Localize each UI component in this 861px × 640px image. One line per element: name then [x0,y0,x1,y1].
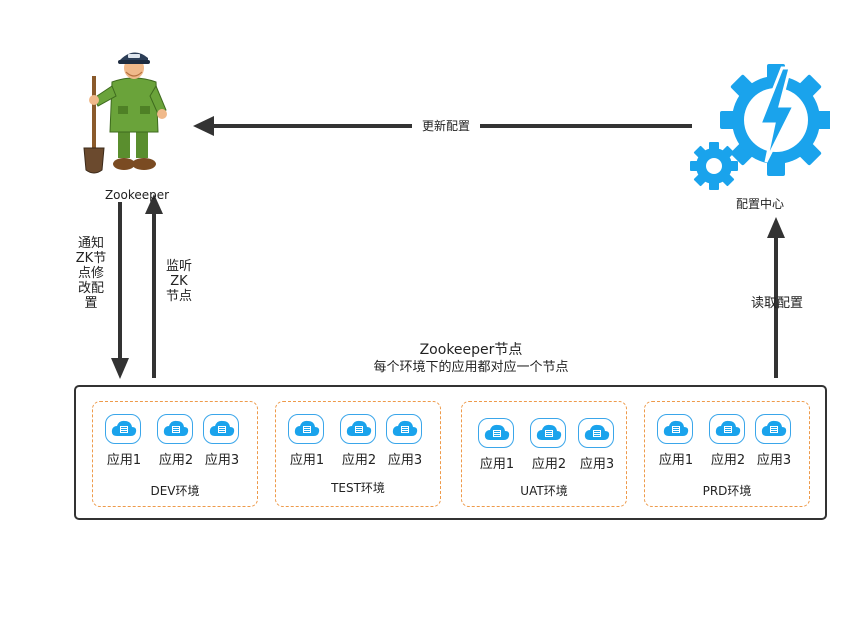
nodes-title: Zookeeper节点 [419,342,523,358]
app-node: 应用1 [105,414,143,468]
app-node: 应用1 [478,418,516,472]
env-box-test: 应用1 应用2 应用3 TEST环境 [275,401,441,507]
app-label: 应用1 [658,453,694,468]
cloud-server-icon [386,414,422,444]
app-label: 应用1 [289,453,325,468]
app-node: 应用3 [386,414,424,468]
env-box-uat: 应用1 应用2 应用3 UAT环境 [461,401,627,507]
update-config-label: 更新配置 [412,119,480,134]
app-node: 应用2 [530,418,568,472]
notify-label-line: 通知 [77,236,104,251]
app-label: 应用2 [158,453,194,468]
app-node: 应用2 [709,414,747,468]
zookeeper-mascot-icon [78,48,170,178]
app-label: 应用3 [387,453,423,468]
zookeeper-nodes-container [74,385,827,520]
app-label: 应用3 [756,453,792,468]
app-label: 应用3 [204,453,240,468]
zookeeper-label: Zookeeper [104,188,170,202]
cloud-server-icon [288,414,324,444]
notify-label-line: 置 [84,296,98,311]
cloud-server-icon [157,414,193,444]
env-label: UAT环境 [520,484,568,498]
app-node: 应用3 [578,418,616,472]
cloud-server-icon [530,418,566,448]
env-label: PRD环境 [702,484,752,498]
env-label: TEST环境 [331,481,385,495]
listen-label-line: ZK [170,274,188,289]
read-config-label: 读取配置 [750,296,803,311]
app-node: 应用3 [203,414,241,468]
listen-label: 监听 ZK 节点 [161,259,197,304]
listen-label-line: 监听 [165,259,192,274]
app-label: 应用2 [531,457,567,472]
app-node: 应用2 [157,414,195,468]
app-node: 应用1 [288,414,326,468]
app-label: 应用2 [710,453,746,468]
nodes-subtitle: 每个环境下的应用都对应一个节点 [373,360,569,375]
app-node: 应用2 [340,414,378,468]
env-box-prd: 应用1 应用2 应用3 PRD环境 [644,401,810,507]
gear-lightning-icon [690,62,832,190]
cloud-server-icon [478,418,514,448]
app-node: 应用1 [657,414,695,468]
app-node: 应用3 [755,414,793,468]
app-label: 应用2 [341,453,377,468]
app-label: 应用1 [106,453,142,468]
cloud-server-icon [755,414,791,444]
env-label: DEV环境 [150,484,200,498]
notify-label-line: 点修 [77,266,104,281]
cloud-server-icon [657,414,693,444]
cloud-server-icon [105,414,141,444]
cloud-server-icon [340,414,376,444]
app-label: 应用3 [579,457,615,472]
notify-label-line: ZK节 [75,251,107,266]
notify-label: 通知 ZK节 点修 改配 置 [73,236,109,311]
notify-label-line: 改配 [77,281,104,296]
config-center-label: 配置中心 [735,197,784,211]
cloud-server-icon [709,414,745,444]
cloud-server-icon [578,418,614,448]
app-label: 应用1 [479,457,515,472]
listen-label-line: 节点 [165,289,192,304]
cloud-server-icon [203,414,239,444]
env-box-dev: 应用1 应用2 应用3 DEV环境 [92,401,258,507]
